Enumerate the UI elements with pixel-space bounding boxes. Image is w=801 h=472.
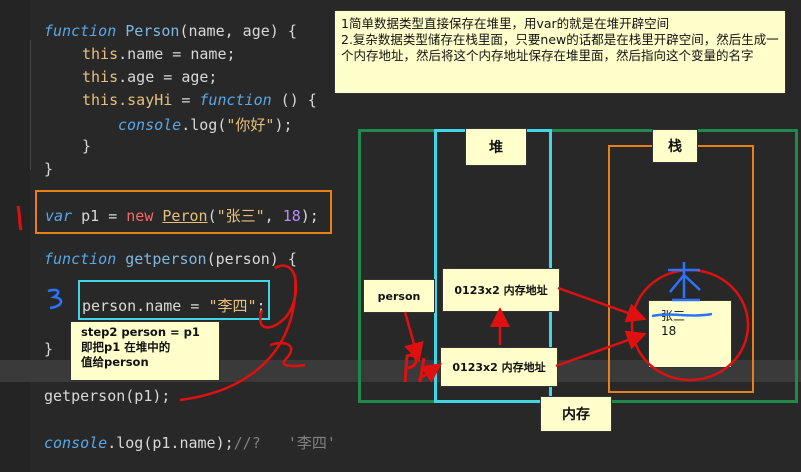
code-line-6[interactable]: } bbox=[82, 137, 92, 155]
code-line-1[interactable]: function Person(name, age) { bbox=[44, 22, 297, 40]
number: 18 bbox=[282, 207, 301, 225]
code-line-2[interactable]: this.name = name; bbox=[82, 45, 236, 63]
code-line-12[interactable]: getperson(p1); bbox=[44, 387, 171, 405]
heap-address-box-1: 0123x2 内存地址 bbox=[442, 268, 560, 312]
code-text: ( bbox=[207, 207, 217, 225]
code-line-8[interactable]: var p1 = new Peron("张三", 18); bbox=[45, 205, 319, 226]
object-age-value: 18 bbox=[661, 324, 677, 338]
code-line-5[interactable]: console.log("你好"); bbox=[118, 114, 293, 135]
console-object: console bbox=[118, 116, 182, 134]
string: "李四" bbox=[208, 297, 257, 315]
comment: //? '李四' bbox=[233, 434, 336, 452]
code-line-9[interactable]: function getperson(person) { bbox=[44, 250, 297, 268]
code-text: .log( bbox=[181, 116, 227, 134]
stack-object-box: 张三 18 bbox=[648, 300, 732, 368]
string: "你好" bbox=[226, 116, 275, 134]
keyword-this: this bbox=[82, 45, 119, 63]
handwritten-mark-3 bbox=[47, 288, 63, 310]
class-name: Peron bbox=[162, 207, 208, 225]
keyword: function bbox=[44, 250, 117, 268]
code-text: = bbox=[172, 91, 200, 109]
code-text: person.name = bbox=[82, 297, 209, 315]
keyword-new: new bbox=[126, 207, 154, 225]
code-text: ; bbox=[256, 297, 266, 315]
code-text: .age = age; bbox=[118, 68, 218, 86]
code-line-13[interactable]: console.log(p1.name);//? '李四' bbox=[44, 432, 336, 453]
step2-note: step2 person = p1 即把p1 在堆中的 值给person bbox=[70, 321, 220, 381]
heap-label: 堆 bbox=[465, 128, 527, 166]
property: .sayHi bbox=[118, 91, 173, 109]
keyword: var bbox=[45, 207, 73, 225]
heap-address-box-2: 0123x2 内存地址 bbox=[440, 347, 558, 387]
keyword: function bbox=[199, 91, 272, 109]
memory-label: 内存 bbox=[540, 396, 612, 432]
code-text: () { bbox=[271, 91, 317, 109]
keyword-this: this bbox=[82, 91, 119, 109]
code-line-11[interactable]: } bbox=[44, 340, 54, 358]
explanation-note: 1简单数据类型直接保存在堆里，用var的就是在堆开辟空间 2.复杂数据类型储存在… bbox=[334, 10, 786, 94]
code-text: (person) { bbox=[206, 250, 297, 268]
string: "张三" bbox=[216, 207, 265, 225]
object-name-value: 张三 bbox=[661, 309, 686, 323]
code-text: .log(p1.name); bbox=[107, 434, 234, 452]
highlight-box-var-p1 bbox=[35, 190, 332, 234]
code-text: .name = name; bbox=[118, 45, 236, 63]
code-line-10[interactable]: person.name = "李四"; bbox=[82, 295, 266, 316]
code-text: p1 = bbox=[72, 207, 127, 225]
code-text: , bbox=[264, 207, 283, 225]
console-object: console bbox=[44, 434, 108, 452]
person-variable-box: person bbox=[363, 279, 435, 313]
code-line-3[interactable]: this.age = age; bbox=[82, 68, 217, 86]
code-line-7[interactable]: } bbox=[44, 160, 54, 178]
keyword-this: this bbox=[82, 68, 119, 86]
keyword: function bbox=[44, 22, 117, 40]
code-line-4[interactable]: this.sayHi = function () { bbox=[82, 91, 317, 109]
stack-label: 栈 bbox=[652, 129, 698, 163]
function-name: getperson bbox=[125, 250, 207, 268]
editor-gutter bbox=[0, 0, 30, 472]
code-text: (name, age) { bbox=[179, 22, 297, 40]
fold-guide bbox=[30, 40, 31, 170]
function-name: Person bbox=[125, 22, 180, 40]
code-text: ); bbox=[274, 116, 293, 134]
code-text: ); bbox=[300, 207, 319, 225]
